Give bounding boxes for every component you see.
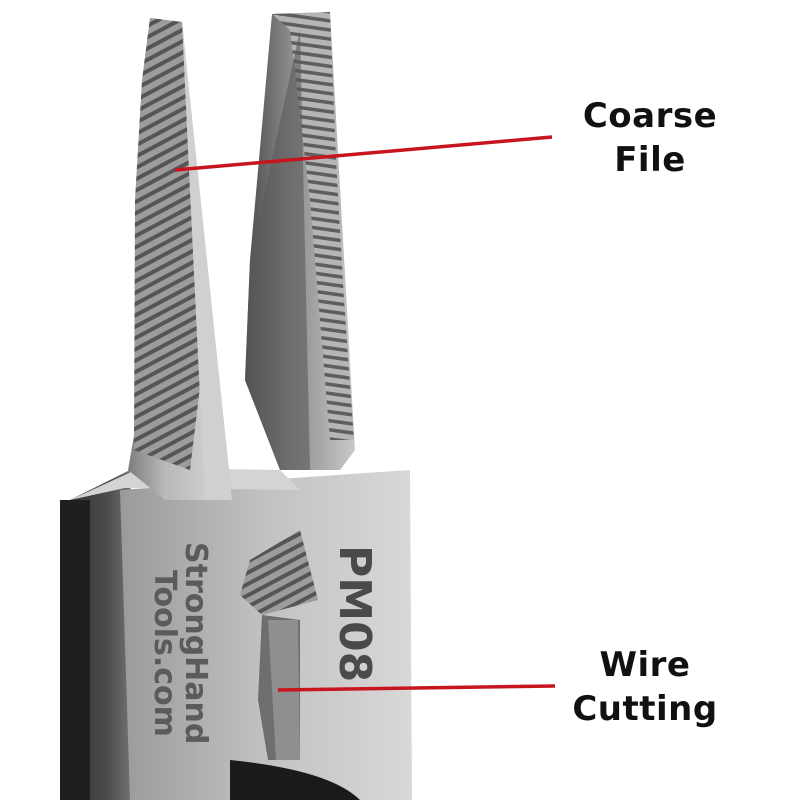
engraving: StrongHand Tools.com PM08	[147, 542, 380, 744]
callout-wire-cutting: Wire Cutting	[545, 643, 745, 731]
callout-wire-line1: Wire	[599, 645, 691, 685]
callout-coarse-file: Coarse File	[560, 94, 740, 182]
engraved-brand-line1: StrongHand	[178, 542, 213, 744]
callout-wire-line2: Cutting	[572, 689, 718, 729]
engraved-model: PM08	[329, 545, 380, 682]
plier-handle-curve	[230, 760, 360, 800]
leader-line-wire-cutting	[277, 684, 556, 692]
callout-coarse-line1: Coarse	[582, 96, 718, 136]
leader-line-coarse-file	[174, 135, 553, 172]
callout-coarse-line2: File	[614, 140, 686, 180]
cutting-notch	[240, 530, 318, 760]
right-jaw	[245, 12, 355, 470]
engraved-brand-line2: Tools.com	[147, 570, 182, 737]
left-jaw	[128, 18, 232, 500]
